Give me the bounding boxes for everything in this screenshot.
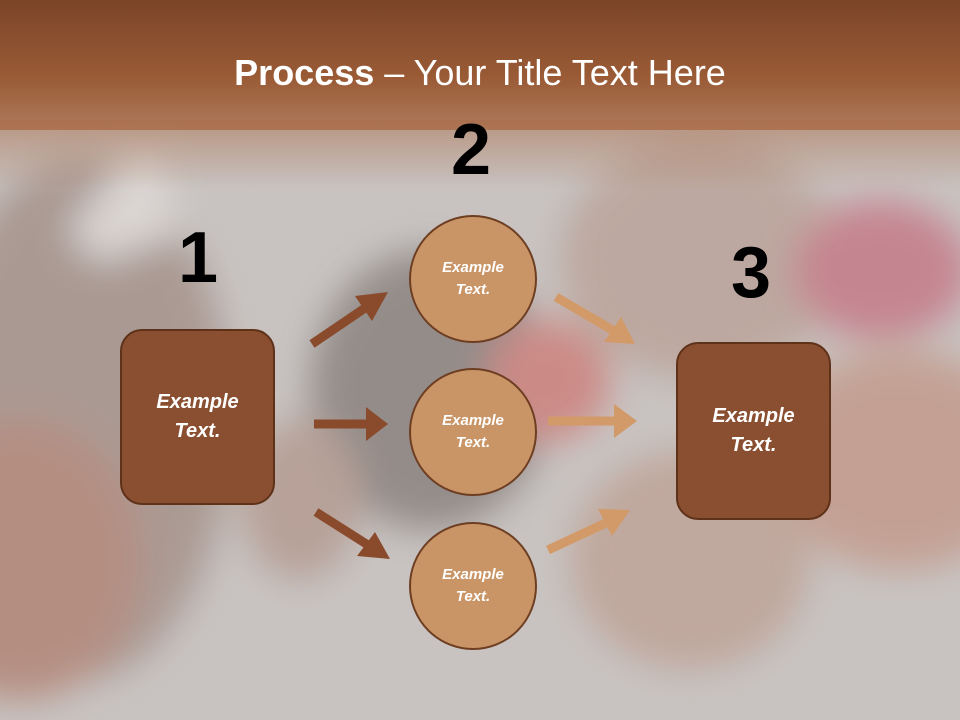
arrow-1-to-bottom [313, 508, 390, 559]
circle-middle-label: Example Text. [442, 411, 504, 452]
step-1-box: Example Text. [120, 329, 275, 505]
header-band [0, 0, 960, 130]
slide-title: Process – Your Title Text Here [0, 52, 960, 94]
arrow-top-to-3 [553, 293, 635, 344]
step-2-circle-middle: Example Text. [409, 368, 537, 496]
title-bold: Process [234, 52, 375, 93]
step-number-1: 1 [178, 218, 219, 298]
circle-bottom-label: Example Text. [442, 565, 504, 606]
circle-top-label: Example Text. [442, 258, 504, 299]
arrow-1-to-middle [314, 407, 388, 441]
step-number-2: 2 [451, 110, 492, 190]
step-number-3: 3 [731, 233, 772, 313]
arrow-bottom-to-3 [546, 509, 630, 555]
step-2-circle-bottom: Example Text. [409, 522, 537, 650]
arrow-middle-to-3 [548, 404, 637, 438]
title-rest: – Your Title Text Here [374, 52, 726, 93]
arrow-1-to-top [309, 292, 388, 348]
step-1-label: Example Text. [156, 391, 239, 442]
step-3-label: Example Text. [712, 405, 795, 456]
step-3-box: Example Text. [676, 342, 831, 520]
step-2-circle-top: Example Text. [409, 215, 537, 343]
header-fade [0, 120, 960, 190]
